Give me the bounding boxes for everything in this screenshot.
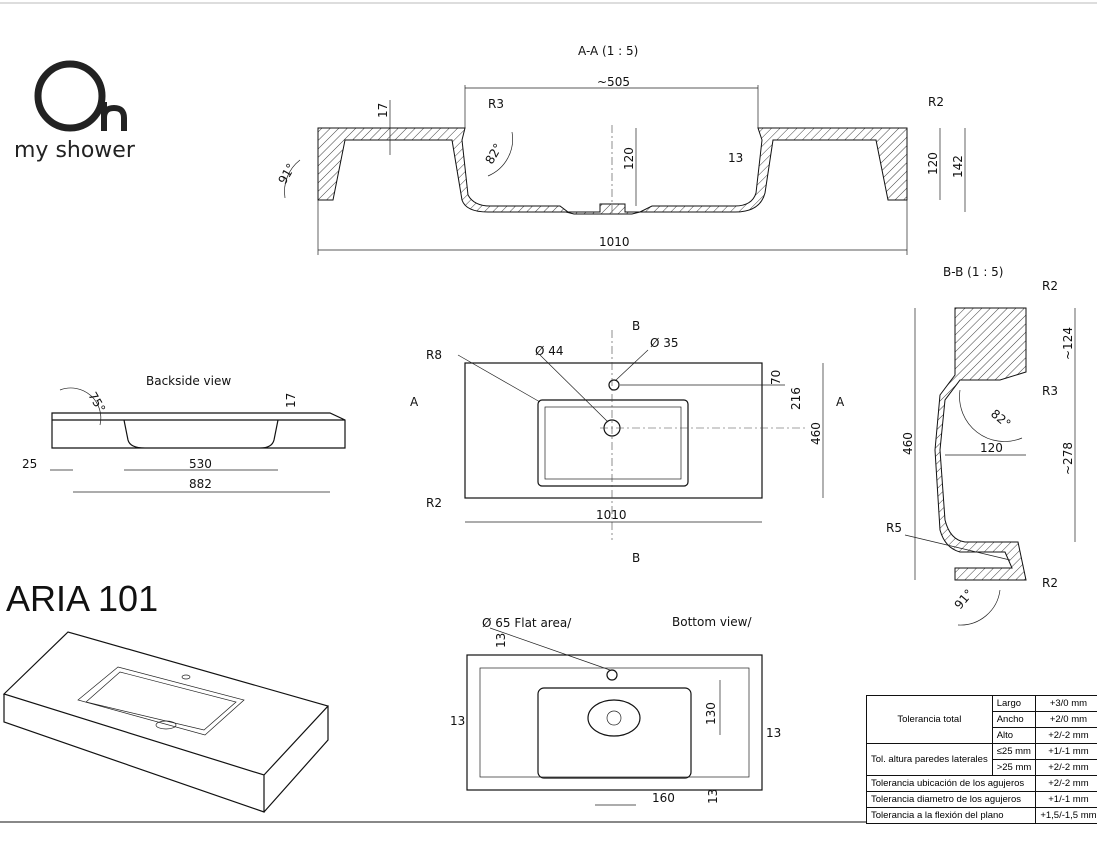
dimension-label: ~124 bbox=[1061, 327, 1075, 360]
backside-title: Backside view bbox=[146, 374, 231, 388]
tol-value: +2/-2 mm bbox=[1035, 759, 1097, 776]
tol-total-label: Tolerancia total bbox=[866, 695, 993, 744]
tol-key: Alto bbox=[991, 727, 1037, 744]
dimension-label: 70 bbox=[769, 370, 783, 385]
tol-value: +1,5/-1,5 mm bbox=[1035, 807, 1097, 824]
dimension-label: 882 bbox=[189, 477, 212, 491]
dimension-label: 1010 bbox=[599, 235, 630, 249]
dimension-label: R8 bbox=[426, 348, 442, 362]
tol-key: >25 mm bbox=[991, 759, 1037, 776]
tol-key: Ancho bbox=[991, 711, 1037, 728]
dimension-label: Ø 65 Flat area/ bbox=[482, 616, 572, 630]
dimension-label: 13 bbox=[766, 726, 781, 740]
tol-key: Tolerancia diametro de los agujeros bbox=[865, 791, 1037, 808]
dimension-label: 460 bbox=[809, 422, 823, 445]
backside-view: Backside view 75° 17 25 530 882 bbox=[22, 374, 346, 493]
dimension-label: 120 bbox=[926, 152, 940, 175]
bottom-view: Bottom view/ Ø 65 Flat area/ 13 13 130 13… bbox=[450, 615, 781, 806]
logo-icon bbox=[34, 60, 127, 132]
dimension-label: 13 bbox=[494, 633, 508, 648]
dimension-label: B bbox=[632, 551, 640, 565]
dimension-label: 25 bbox=[22, 457, 37, 471]
tol-key: Tolerancia ubicación de los agujeros bbox=[865, 775, 1037, 792]
dimension-label: 460 bbox=[901, 432, 915, 455]
dimension-label: Ø 35 bbox=[650, 336, 679, 350]
dimension-label: R3 bbox=[488, 97, 504, 111]
product-render bbox=[2, 631, 330, 813]
dimension-label: Ø 44 bbox=[535, 344, 564, 358]
dimension-label: A bbox=[410, 395, 419, 409]
dimension-label: 17 bbox=[284, 393, 298, 408]
section-aa-title: A-A (1 : 5) bbox=[578, 44, 638, 58]
tol-key: ≤25 mm bbox=[991, 743, 1037, 760]
dimension-label: 13 bbox=[706, 789, 720, 804]
tol-value: +2/-2 mm bbox=[1035, 727, 1097, 744]
dimension-label: ~505 bbox=[597, 75, 630, 89]
tol-value: +1/-1 mm bbox=[1035, 791, 1097, 808]
tol-walls-label: Tol. altura paredes laterales bbox=[866, 743, 993, 776]
logo-text: my shower bbox=[14, 138, 135, 163]
tol-value: +3/0 mm bbox=[1035, 695, 1097, 712]
dimension-label: R2 bbox=[1042, 279, 1058, 293]
dimension-label: 130 bbox=[704, 702, 718, 725]
dimension-label: 82° bbox=[988, 407, 1013, 431]
model-name: ARIA 101 bbox=[6, 578, 159, 619]
dimension-label: 17 bbox=[376, 103, 390, 118]
dimension-label: B bbox=[632, 319, 640, 333]
dimension-label: R2 bbox=[1042, 576, 1058, 590]
dimension-label: 82° bbox=[482, 141, 505, 166]
dimension-label: 142 bbox=[951, 155, 965, 178]
dimension-label: 13 bbox=[728, 151, 743, 165]
dimension-label: R2 bbox=[426, 496, 442, 510]
dimension-label: 13 bbox=[450, 714, 465, 728]
dimension-label: ~278 bbox=[1061, 442, 1075, 475]
dimension-label: R3 bbox=[1042, 384, 1058, 398]
bottom-view-title: Bottom view/ bbox=[672, 615, 752, 629]
dimension-label: A bbox=[836, 395, 845, 409]
top-view: R8 Ø 44 Ø 35 B B A A 70 216 460 R2 1010 bbox=[410, 319, 845, 565]
dimension-label: R2 bbox=[928, 95, 944, 109]
tol-key: Largo bbox=[991, 695, 1037, 712]
tol-key: Tolerancia a la flexión del plano bbox=[865, 807, 1037, 824]
tol-value: +2/-2 mm bbox=[1035, 775, 1097, 792]
dimension-label: 530 bbox=[189, 457, 212, 471]
dimension-label: 120 bbox=[980, 441, 1003, 455]
dimension-label: 120 bbox=[622, 147, 636, 170]
dimension-label: 160 bbox=[652, 791, 675, 805]
dimension-label: 91° bbox=[952, 587, 976, 612]
dimension-label: 1010 bbox=[596, 508, 627, 522]
dimension-label: 75° bbox=[85, 390, 108, 415]
dimension-label: R5 bbox=[886, 521, 902, 535]
tol-value: +2/0 mm bbox=[1035, 711, 1097, 728]
tol-value: +1/-1 mm bbox=[1035, 743, 1097, 760]
dimension-label: 216 bbox=[789, 387, 803, 410]
section-bb-title: B-B (1 : 5) bbox=[943, 265, 1004, 279]
